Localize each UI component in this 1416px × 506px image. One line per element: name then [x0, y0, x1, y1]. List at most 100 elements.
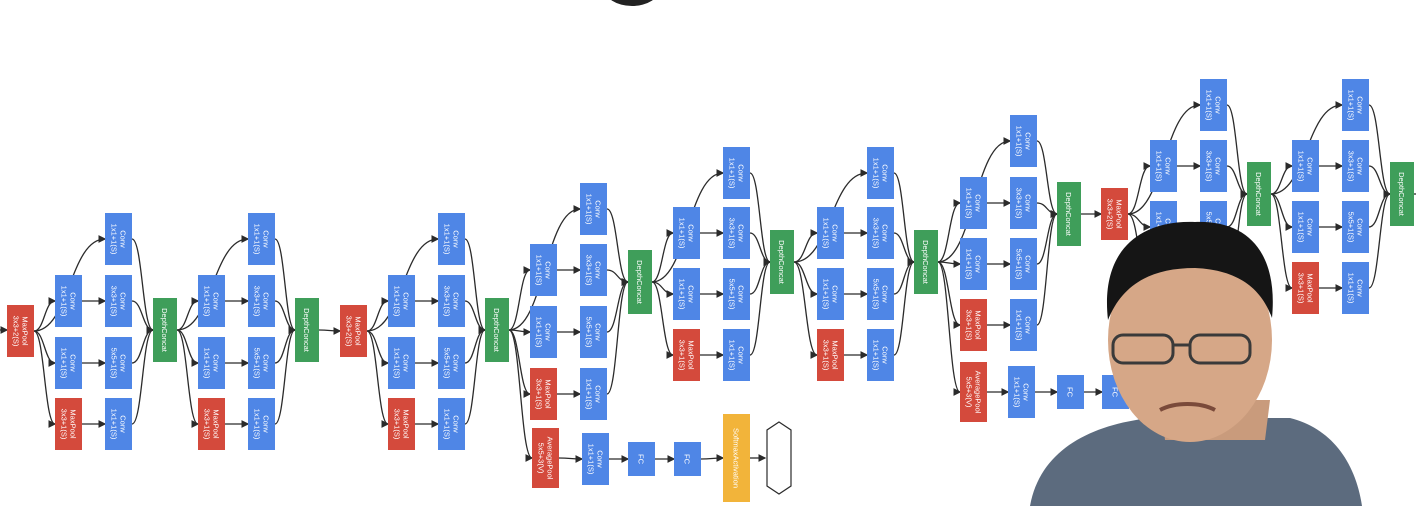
inception-4c-branch4-maxpool: MaxPool3x3+1(S) [673, 329, 700, 381]
aux1-fc2: FC [674, 442, 701, 476]
inception-3a-branch4-conv1x1-type: Conv [119, 415, 128, 433]
stage1-maxpool-label: MaxPool3x3+2(S) [12, 316, 30, 347]
stage3-maxpool-box [1101, 188, 1128, 240]
inception-4b-branch2-conv3x3-box [580, 244, 607, 296]
inception-5b-branch3-conv1x1: Conv1x1+1(S) [1292, 201, 1319, 253]
inception-5b-branch2-conv1x1: Conv1x1+1(S) [1292, 140, 1319, 192]
edge [558, 455, 584, 463]
inception-4d-branch3-conv5x5-type: Conv [881, 285, 890, 303]
inception-4a-branch2-conv1x1-label: Conv1x1+1(S) [393, 286, 411, 317]
inception-4e-branch4-conv1x1-spec: 1x1+1(S) [1015, 310, 1024, 341]
inception-5b-branch4-conv1x1-spec: 1x1+1(S) [1347, 273, 1356, 304]
inception-5a-branch2-conv1x1: Conv1x1+1(S) [1150, 140, 1177, 192]
inception-4c-branch3-conv5x5: Conv5x5+1(S) [723, 268, 750, 320]
aux1-softmax-activation-type: SoftmaxActivation [732, 428, 741, 488]
inception-3b-branch3-conv1x1-spec: 1x1+1(S) [203, 348, 212, 379]
inception-5b-branch3-conv5x5-spec: 5x5+1(S) [1347, 212, 1356, 243]
inception-3a-branch3-conv1x1: Conv1x1+1(S) [55, 337, 82, 389]
inception-4c-branch3-conv1x1: Conv1x1+1(S) [673, 268, 700, 320]
inception-4a-branch3-conv5x5-box [438, 337, 465, 389]
inception-4d-branch1-conv1x1: Conv1x1+1(S) [867, 147, 894, 199]
aux2-fc2-type: FC [1111, 387, 1120, 398]
inception-5b-branch2-conv1x1-spec: 1x1+1(S) [1297, 151, 1306, 182]
aux1-conv1x1-box [582, 433, 609, 485]
inception-3a-branch4-maxpool-type: MaxPool [69, 409, 78, 439]
inception-4c-depthconcat-box [770, 230, 794, 294]
inception-3b-depthconcat-type: DepthConcat [302, 308, 311, 353]
aux1-conv1x1-label: Conv1x1+1(S) [587, 444, 605, 475]
aux2-fc1-type: FC [1066, 387, 1075, 398]
aux1-softmax0-shape [766, 421, 792, 495]
inception-4d-branch2-conv3x3: Conv3x3+1(S) [867, 207, 894, 259]
inception-3a-branch4-maxpool-spec: 3x3+1(S) [60, 409, 69, 440]
inception-5b-branch1-conv1x1-box [1342, 79, 1369, 131]
edge [937, 260, 962, 268]
inception-4d-branch4-conv1x1-spec: 1x1+1(S) [872, 340, 881, 371]
inception-5a-branch2-conv3x3-type: Conv [1214, 157, 1223, 175]
inception-5b-depthconcat-type: DepthConcat [1397, 172, 1406, 217]
inception-4c-branch1-conv1x1-spec: 1x1+1(S) [728, 158, 737, 189]
inception-3b-branch3-conv5x5-label: Conv5x5+1(S) [253, 348, 271, 379]
inception-3b-branch4-conv1x1-spec: 1x1+1(S) [253, 409, 262, 440]
inception-4a-branch4-conv1x1-type: Conv [452, 415, 461, 433]
inception-4c-depthconcat-label: DepthConcat [777, 240, 786, 285]
edge [1127, 213, 1152, 231]
inception-4a-branch2-conv3x3-spec: 3x3+1(S) [443, 286, 452, 317]
aux2-fc1-box [1057, 375, 1084, 409]
inception-3a-branch1-conv1x1: Conv1x1+1(S) [105, 213, 132, 265]
inception-4e-branch3-conv5x5-spec: 5x5+1(S) [1015, 249, 1024, 280]
nodes-layer: MaxPool3x3+2(S)Conv1x1+1(S)Conv1x1+1(S)C… [7, 79, 1414, 502]
inception-4d-branch4-maxpool-box [817, 329, 844, 381]
edge [131, 326, 155, 425]
stage3-maxpool: MaxPool3x3+2(S) [1101, 188, 1128, 240]
inception-4b-branch2-conv1x1-type: Conv [544, 261, 553, 279]
inception-4a-branch1-conv1x1-type: Conv [452, 230, 461, 248]
inception-4b-branch3-conv1x1-box [530, 306, 557, 358]
inception-5a-branch2-conv3x3-spec: 3x3+1(S) [1205, 151, 1214, 182]
aux1-conv1x1-spec: 1x1+1(S) [587, 444, 596, 475]
stage1-maxpool-type: MaxPool [21, 316, 30, 346]
inception-4e-branch4-maxpool-type: MaxPool [974, 310, 983, 340]
inception-3b-branch1-conv1x1-spec: 1x1+1(S) [253, 224, 262, 255]
edge [1368, 190, 1392, 289]
inception-4e-branch2-conv1x1-label: Conv1x1+1(S) [965, 188, 983, 219]
inception-5a-branch1-conv1x1-spec: 1x1+1(S) [1205, 90, 1214, 121]
inception-5b-branch2-conv1x1-label: Conv1x1+1(S) [1297, 151, 1315, 182]
inception-5a-branch2-conv1x1-spec: 1x1+1(S) [1155, 151, 1164, 182]
aux1-fc1-type: FC [637, 454, 646, 465]
inception-5b-branch4-conv1x1-label: Conv1x1+1(S) [1347, 273, 1365, 304]
inception-5b-branch4-conv1x1-type: Conv [1356, 279, 1365, 297]
inception-3b-branch2-conv1x1-type: Conv [212, 292, 221, 310]
inception-4b-branch3-conv5x5-label: Conv5x5+1(S) [585, 317, 603, 348]
inception-3a-branch3-conv1x1-label: Conv1x1+1(S) [60, 348, 78, 379]
edge [1270, 193, 1294, 292]
inception-3a-branch4-conv1x1-spec: 1x1+1(S) [110, 409, 119, 440]
inception-5a-branch2-conv1x1-label: Conv1x1+1(S) [1155, 151, 1173, 182]
inception-3a-branch4-conv1x1-box [105, 398, 132, 450]
inception-3b-depthconcat-box [295, 298, 319, 362]
inception-4d-branch3-conv1x1: Conv1x1+1(S) [817, 268, 844, 320]
inception-3b-branch3-conv1x1-type: Conv [212, 354, 221, 372]
inception-4b-branch3-conv5x5-type: Conv [594, 323, 603, 341]
inception-4d-branch2-conv3x3-box [867, 207, 894, 259]
edge [176, 329, 200, 367]
aux1-fc2-type: FC [683, 454, 692, 465]
inception-4a-branch3-conv5x5-label: Conv5x5+1(S) [443, 348, 461, 379]
inception-4d-branch2-conv3x3-label: Conv3x3+1(S) [872, 218, 890, 249]
inception-4d-branch4-conv1x1-type: Conv [881, 346, 890, 364]
inception-4a-branch4-maxpool-box [388, 398, 415, 450]
inception-4b-branch1-conv1x1-spec: 1x1+1(S) [585, 194, 594, 225]
inception-4a-branch4-conv1x1: Conv1x1+1(S) [438, 398, 465, 450]
inception-3b-branch2-conv3x3-box [248, 275, 275, 327]
edge [749, 258, 772, 356]
stage3-maxpool-label: MaxPool3x3+2(S) [1106, 199, 1124, 230]
inception-3b-branch2-conv1x1-spec: 1x1+1(S) [203, 286, 212, 317]
inception-4d-branch3-conv1x1-box [817, 268, 844, 320]
edge [176, 297, 200, 331]
inception-4c-branch2-conv3x3-box [723, 207, 750, 259]
inception-5b-branch2-conv3x3: Conv3x3+1(S) [1342, 140, 1369, 192]
edge [937, 261, 962, 396]
inception-3b-branch2-conv1x1-label: Conv1x1+1(S) [203, 286, 221, 317]
inception-4c-branch2-conv3x3-spec: 3x3+1(S) [728, 218, 737, 249]
inception-4e-branch2-conv1x1: Conv1x1+1(S) [960, 177, 987, 229]
